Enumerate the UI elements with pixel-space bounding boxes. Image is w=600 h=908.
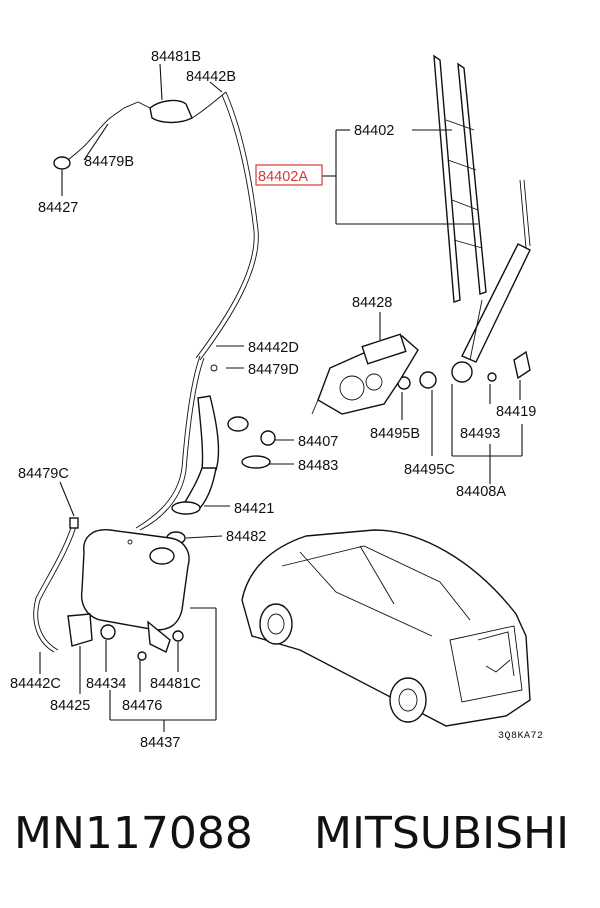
label-84421: 84421 — [234, 501, 274, 517]
highlight-box-84402A — [255, 164, 323, 186]
wiper-motor — [311, 333, 419, 415]
label-84481B: 84481B — [151, 49, 201, 65]
washer-hose-upper — [53, 91, 259, 361]
leaders-tank — [79, 607, 217, 732]
label-84442B: 84442B — [186, 69, 236, 85]
leaders-right — [379, 312, 523, 484]
label-84408A: 84408A — [456, 484, 506, 500]
label-84495B: 84495B — [370, 426, 420, 442]
label-84402: 84402 — [354, 123, 394, 139]
washer-pump — [67, 613, 184, 661]
label-84434: 84434 — [86, 676, 126, 692]
label-84482: 84482 — [226, 529, 266, 545]
leaders-84402 — [255, 129, 478, 225]
label-84442D: 84442D — [248, 340, 299, 356]
wiper-small-parts — [397, 350, 531, 390]
wiper-blade — [433, 54, 487, 303]
label-84425: 84425 — [50, 698, 90, 714]
label-84476: 84476 — [122, 698, 162, 714]
label-84495C: 84495C — [404, 462, 455, 478]
label-84407: 84407 — [298, 434, 338, 450]
diagram-code: 3Q8KA72 — [498, 731, 544, 742]
label-84437: 84437 — [140, 735, 180, 751]
label-84479D: 84479D — [248, 362, 299, 378]
label-84479C: 84479C — [18, 466, 69, 482]
label-84419: 84419 — [496, 404, 536, 420]
vehicle-illustration — [241, 529, 531, 727]
footer-part-number: MN117088 — [14, 808, 253, 859]
label-84483: 84483 — [298, 458, 338, 474]
leaders-filler — [185, 345, 294, 539]
leaders-upper-left — [61, 63, 223, 196]
label-84481C: 84481C — [150, 676, 201, 692]
label-84442C: 84442C — [10, 676, 61, 692]
part-labels: 84481B 84442B 84479B 84427 84402 84402A … — [10, 49, 544, 751]
label-84402A: 84402A — [258, 169, 308, 185]
label-84479B: 84479B — [84, 154, 134, 170]
filler-neck — [135, 355, 276, 545]
wiper-arm — [451, 179, 531, 383]
footer-brand: MITSUBISHI — [314, 808, 570, 859]
label-84493: 84493 — [460, 426, 500, 442]
parts-diagram: 84481B 84442B 84479B 84427 84402 84402A … — [10, 49, 544, 751]
label-84428: 84428 — [352, 295, 392, 311]
washer-hose-lower — [33, 481, 79, 674]
label-84427: 84427 — [38, 200, 78, 216]
